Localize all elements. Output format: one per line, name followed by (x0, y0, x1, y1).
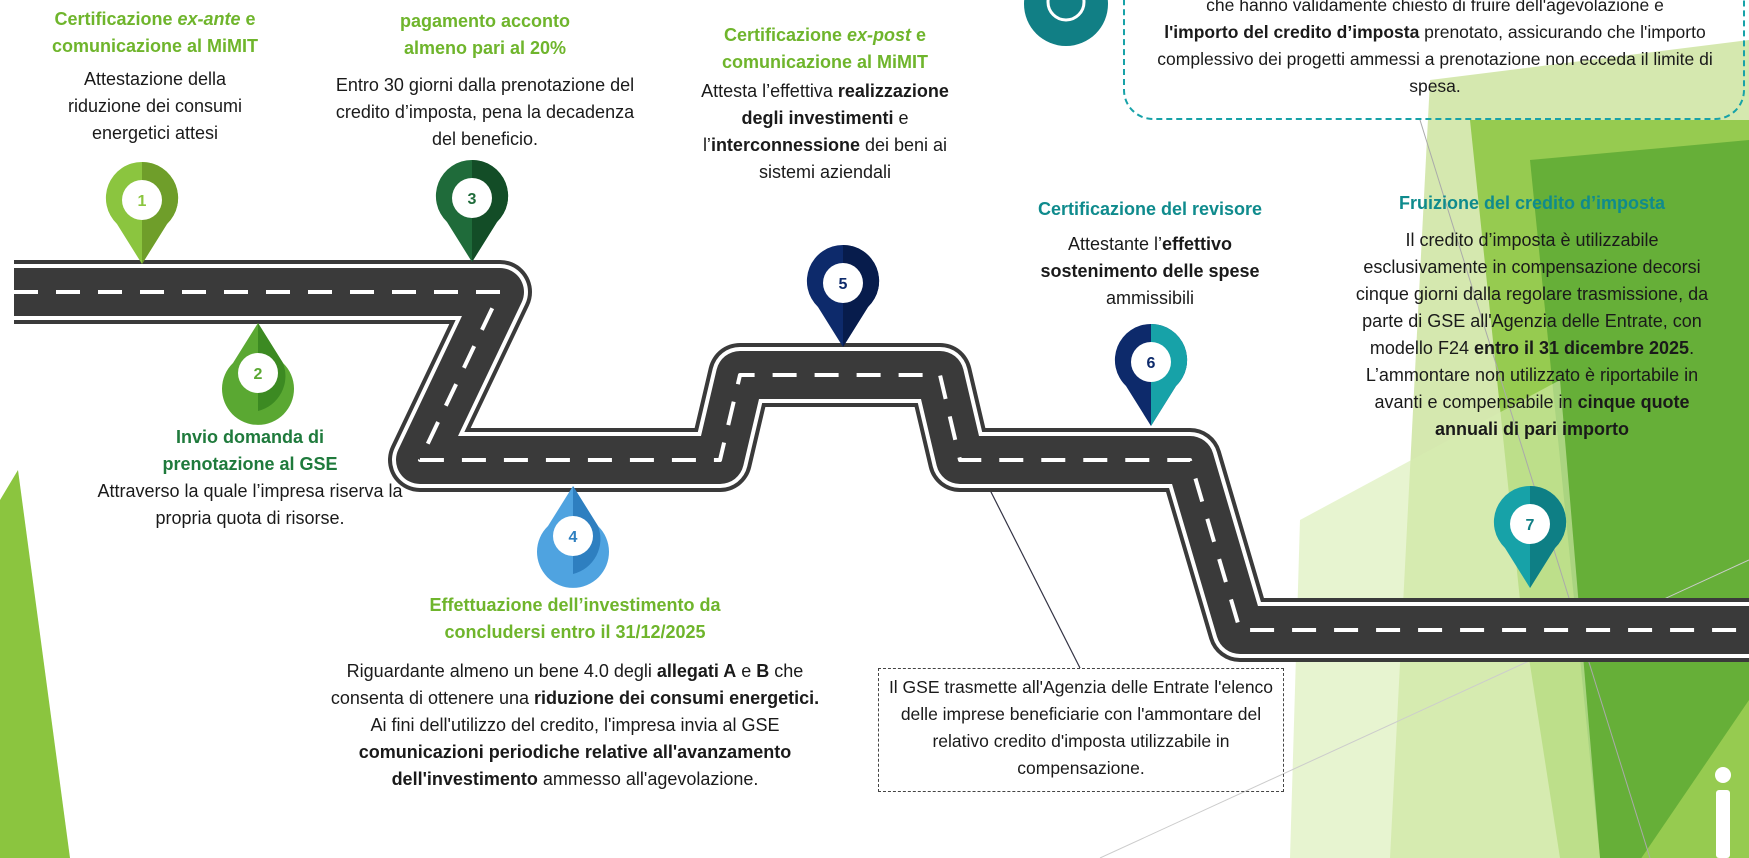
step-2-title: Invio domanda di prenotazione al GSE (162, 427, 338, 474)
step-5-body-b: e l’ (702, 108, 909, 155)
pin-7 (1493, 485, 1567, 588)
pin-5 (806, 244, 880, 347)
pin-number-2: 2 (254, 366, 263, 383)
pin-2 (222, 323, 294, 425)
step-7-body: Il credito d’imposta è utilizzabile escl… (1342, 227, 1722, 443)
step-7-title: Fruizione del credito d’imposta (1398, 193, 1666, 213)
pin-4 (537, 486, 609, 588)
step-1-title-a: Certificazione (54, 9, 178, 29)
step-7-body-a: Il credito d’imposta è utilizzabile escl… (1355, 230, 1709, 358)
step-5-body-a: Attesta l’effettiva (701, 81, 838, 101)
step-4-body-e: ammesso all'agevolazione. (537, 769, 759, 789)
step-1-title-b: e comunicazione al MiMIT (51, 9, 259, 56)
step-1-title: Certificazione ex-ante e comunicazione a… (20, 6, 290, 60)
step-6-body-bold: effettivo sostenimento delle spese (1040, 234, 1260, 281)
step-4-body-b: e (736, 661, 757, 681)
step-5-title-a: Certificazione (723, 25, 847, 45)
top-info-line-1: che hanno validamente chiesto di fruire … (1206, 0, 1664, 15)
step-6-body: Attestante l’effettivo sostenimento dell… (1010, 231, 1290, 312)
logo-bar (1716, 790, 1730, 858)
step-5-block: Certificazione ex-post e comunicazione a… (700, 22, 950, 186)
step-4-body-c: che consenta di ottenere una (330, 661, 804, 708)
step-3-body: Entro 30 giorni dalla prenotazione del c… (335, 75, 635, 149)
road-surface (14, 268, 1749, 654)
pin-6 (1114, 323, 1188, 426)
step-3-title: Comunicazione al GSE pagamento acconto a… (387, 0, 583, 58)
step-1-block: Certificazione ex-ante e comunicazione a… (20, 6, 290, 147)
pin-number-3: 3 (468, 191, 477, 208)
step-1-title-italic: ex-ante (177, 9, 241, 29)
green-triangle-left (0, 470, 70, 858)
step-4-block: Effettuazione dell’investimento da concl… (330, 592, 820, 793)
logo-dot (1715, 767, 1731, 783)
pin-number-4: 4 (569, 529, 578, 546)
step-7-body-bold-1: entro il 31 dicembre 2025 (1473, 338, 1690, 358)
top-info-bold: l'importo del credito d’imposta (1164, 22, 1420, 42)
pin-number-7: 7 (1526, 517, 1535, 534)
step-4-body-d: Ai fini dell'utilizzo del credito, l'imp… (370, 715, 780, 735)
step-6-body-a: Attestante l’ (1067, 234, 1163, 254)
step-5-body-bold-1: realizzazione degli investimenti (741, 81, 949, 128)
step-4-body-bold-1: allegati A (656, 661, 737, 681)
pin-3 (435, 159, 509, 262)
step-4-body-bold-3: riduzione dei consumi energetici. (534, 688, 820, 708)
step-4-body-bold-2: B (756, 661, 770, 681)
step-4-body-bold-4: comunicazioni periodiche relative all'av… (358, 742, 792, 789)
step-2-body: Attraverso la quale l’impresa riserva la… (97, 481, 403, 528)
pin-number-1: 1 (138, 193, 147, 210)
step-6-body-b: ammissibili (1105, 288, 1194, 308)
top-info-text: che hanno validamente chiesto di fruire … (1135, 0, 1735, 100)
step-2-block: Invio domanda di prenotazione al GSE Att… (80, 424, 420, 532)
alarm-icon (1024, 0, 1108, 46)
step-5-title: Certificazione ex-post e comunicazione a… (700, 22, 950, 76)
top-info-box (1123, 0, 1745, 120)
top-info-rest: prenotato, assicurando che l'importo com… (1157, 22, 1713, 96)
alarm-icon-ring (1046, 0, 1086, 22)
step-6-title: Certificazione del revisore (1037, 199, 1263, 219)
step-3-block: Comunicazione al GSE pagamento acconto a… (330, 0, 640, 153)
step-7-body-b: . L’ammontare non utilizzato è riportabi… (1365, 338, 1699, 412)
step-5-body-bold-2: interconnessione (710, 135, 860, 155)
pin-number-6: 6 (1147, 355, 1156, 372)
gse-note-text: Il GSE trasmette all'Agenzia delle Entra… (888, 677, 1274, 778)
step-5-body: Attesta l’effettiva realizzazione degli … (700, 78, 950, 186)
pin-number-5: 5 (839, 276, 848, 293)
step-4-body: Riguardante almeno un bene 4.0 degli all… (330, 658, 820, 793)
step-1-body: Attestazione della riduzione dei consumi… (67, 69, 243, 143)
step-7-block: Fruizione del credito d’imposta Il credi… (1342, 190, 1722, 443)
step-4-title: Effettuazione dell’investimento da concl… (429, 595, 721, 642)
decor-line (989, 489, 1081, 669)
step-5-title-b: e comunicazione al MiMIT (721, 25, 929, 72)
step-5-body-c: dei beni ai sistemi aziendali (758, 135, 948, 182)
gse-note-box (878, 668, 1284, 792)
step-7-body-bold-2: cinque quote annuali di pari importo (1434, 392, 1690, 439)
step-6-block: Certificazione del revisore Attestante l… (1010, 196, 1290, 312)
pin-1 (105, 161, 179, 264)
step-4-body-a: Riguardante almeno un bene 4.0 degli (346, 661, 657, 681)
step-5-title-italic: ex-post (847, 25, 912, 45)
